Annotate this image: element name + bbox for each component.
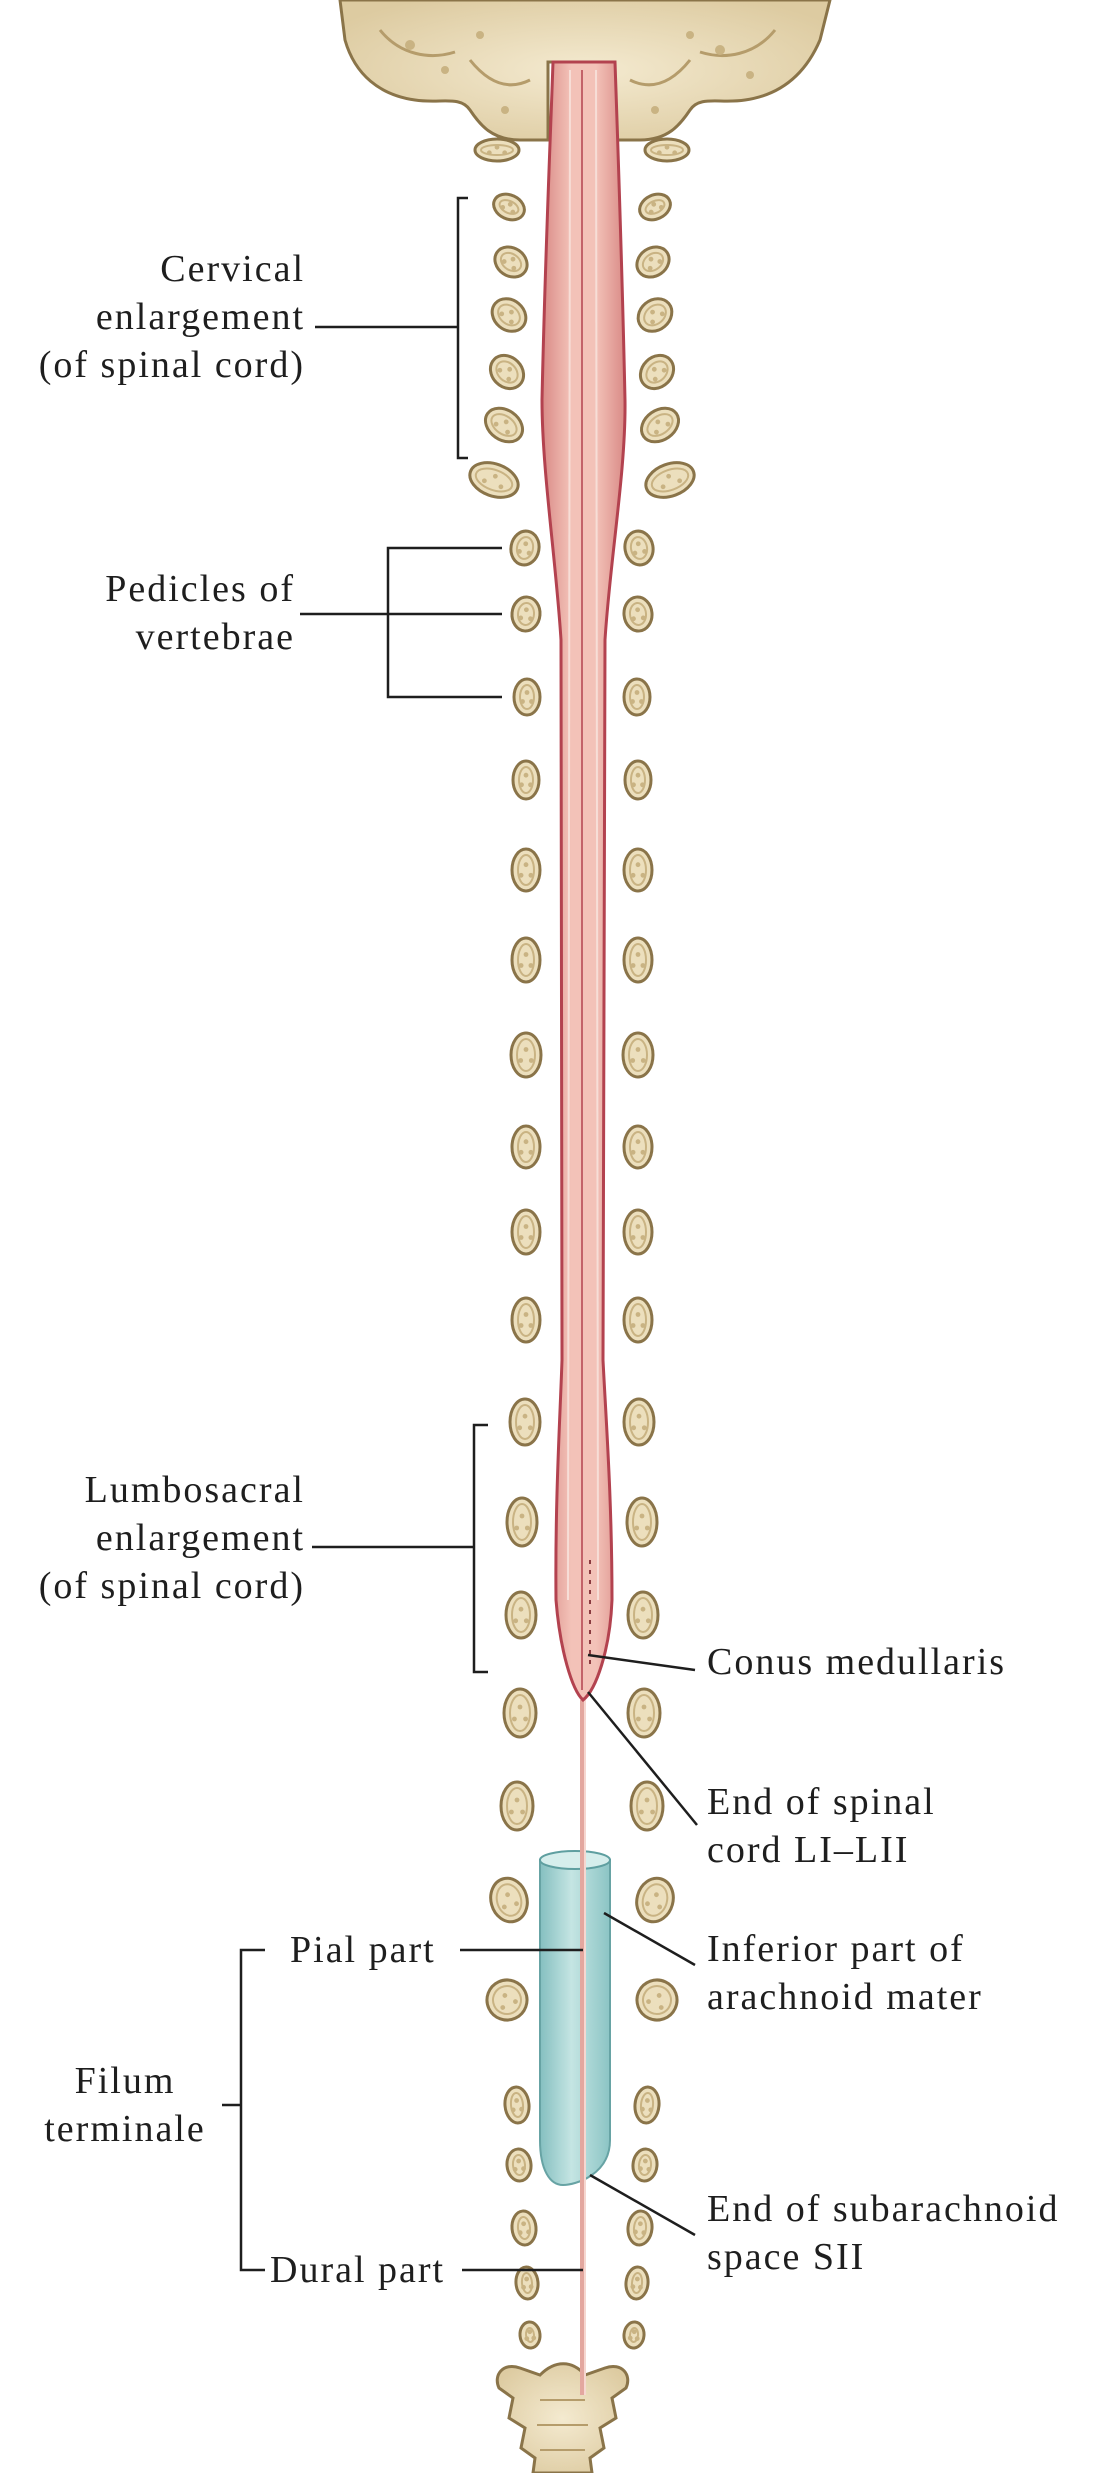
pedicle-cross-section [625,2266,650,2300]
pedicle-cross-section [624,938,652,982]
pedicle-cross-section [486,292,533,338]
pedicle-cross-section [632,1874,678,1926]
pedicle-cross-section [514,679,540,715]
pedicle-cross-section [489,189,528,224]
label-end-of-subarachnoid-space: End of subarachnoid space SII [707,2185,1059,2281]
pedicle-cross-section [623,1033,653,1077]
label-end-of-spinal-cord: End of spinal cord LI–LII [707,1778,936,1874]
pedicle-cross-section [511,1033,541,1077]
pedicle-cross-section [631,1782,663,1830]
pedicle-cross-section [623,2321,645,2349]
pedicle-cross-section [506,2148,533,2182]
pedicle-cross-section [632,2148,659,2182]
pedicle-cross-section [635,189,674,224]
pedicle-cross-section [630,1973,683,2026]
pedicle-cross-section [486,1874,532,1926]
label-line: vertebrae [10,613,295,661]
label-line: Inferior part of [707,1925,983,1973]
spinal-cord [542,62,625,1700]
pedicle-cross-section [632,292,679,338]
label-cervical-enlargement: Cervical enlargement (of spinal cord) [10,245,305,389]
label-line: enlargement [10,1514,305,1562]
pedicle-cross-section [634,349,681,396]
label-line: terminale [35,2105,215,2153]
pedicle-cross-section [622,529,655,567]
pedicle-cross-section [479,401,529,449]
label-line: cord LI–LII [707,1826,936,1874]
pedicle-cross-section [489,241,533,283]
pedicle-cross-section [635,401,685,449]
pedicle-cross-section [623,596,654,632]
pedicle-cross-section [510,1399,540,1445]
pedicle-cross-section [633,2086,660,2124]
pedicle-cross-section [624,849,652,891]
pedicle-cross-section [484,349,531,396]
pedicle-cross-section [503,2086,530,2124]
pedicle-cross-section [627,2210,654,2246]
label-line: (of spinal cord) [10,341,305,389]
label-filum-terminale: Filum terminale [35,2057,215,2153]
label-line: arachnoid mater [707,1973,983,2021]
pedicle-cross-section [512,1298,540,1342]
label-line: (of spinal cord) [10,1562,305,1610]
pedicle-cross-section [507,1498,537,1546]
pedicle-cross-section [628,1592,658,1638]
pedicle-cross-section [465,456,523,503]
pedicle-cross-section [508,529,541,567]
arachnoid-sac [540,1851,610,2185]
sacrum-coccyx [497,2364,628,2473]
pedicle-cross-section [512,1210,540,1254]
pedicle-cross-section [512,849,540,891]
label-inferior-arachnoid-mater: Inferior part of arachnoid mater [707,1925,983,2021]
label-conus-medullaris: Conus medullaris [707,1638,1006,1686]
pedicle-cross-section [513,761,539,799]
label-lumbosacral-enlargement: Lumbosacral enlargement (of spinal cord) [10,1466,305,1610]
label-line: Cervical [10,245,305,293]
label-line: End of subarachnoid [707,2185,1059,2233]
label-dural-part: Dural part [270,2246,445,2294]
pedicle-cross-section [624,679,650,715]
pedicle-cross-section [519,2321,541,2349]
label-line: Filum [35,2057,215,2105]
pedicle-cross-section [480,1973,533,2026]
label-line: space SII [707,2233,1059,2281]
label-line: enlargement [10,293,305,341]
pedicle-cross-section [511,2210,538,2246]
pedicle-cross-section [625,761,651,799]
pedicle-cross-section [645,139,689,161]
pedicle-cross-section [641,456,699,503]
pedicle-cross-section [631,241,675,283]
pedicle-cross-section [624,1210,652,1254]
label-pedicles-of-vertebrae: Pedicles of vertebrae [10,565,295,661]
pedicle-cross-section [512,938,540,982]
pedicle-cross-section [624,1298,652,1342]
label-line: End of spinal [707,1778,936,1826]
pedicle-cross-section [628,1689,660,1737]
pedicle-cross-section [475,139,519,161]
pedicle-cross-section [504,1689,536,1737]
pedicle-cross-section [512,1126,540,1168]
pedicle-cross-section [501,1782,533,1830]
label-line: Lumbosacral [10,1466,305,1514]
label-pial-part: Pial part [290,1926,436,1974]
pedicle-cross-section [624,1399,654,1445]
pedicle-cross-section [627,1498,657,1546]
pedicle-cross-section [624,1126,652,1168]
pedicle-cross-section [506,1592,536,1638]
label-line: Pedicles of [10,565,295,613]
pedicle-cross-section [511,596,542,632]
